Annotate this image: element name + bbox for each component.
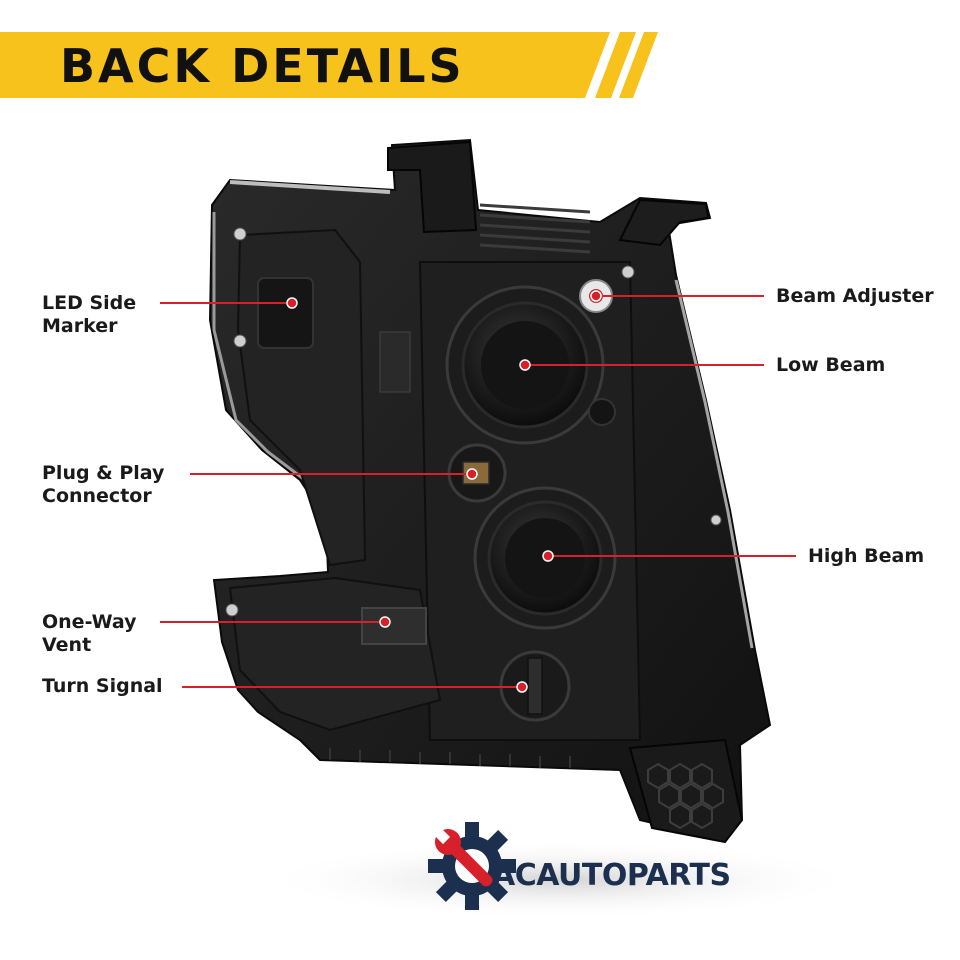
brand-logo-text: ACAUTOPARTS [492,858,731,893]
banner-title: BACK DETAILS [60,39,465,93]
callout-text: High Beam [808,545,925,567]
gear-wrench-icon [428,822,516,910]
label-plate [379,331,411,393]
callout-turn-signal: Turn Signal [42,675,163,698]
callout-dot [519,359,531,371]
callout-text: One-Way [42,611,137,633]
screw [233,227,247,241]
callout-text: Connector [42,485,152,507]
callout-dot [516,681,528,693]
callout-dot [590,290,602,302]
callout-text: LED Side [42,292,137,314]
led-side-marker-housing [257,277,314,349]
callout-beam-adjuster: Beam Adjuster [776,285,934,308]
mounting-bracket [387,140,478,234]
callout-dot [379,616,391,628]
one-way-vent-cover [361,607,427,645]
banner-bar [0,32,610,98]
callout-text: Vent [42,634,92,656]
small-vent-port [588,398,616,426]
banner-stripe [619,32,658,98]
screw [225,603,239,617]
honeycomb-bracket [628,738,744,844]
callout-one-way-vent: One-Way Vent [42,611,137,657]
banner-stripe [595,32,636,98]
rib-panel [479,203,591,254]
chrome-trim [229,180,391,194]
callout-text: Marker [42,315,118,337]
screw [233,334,247,348]
callout-high-beam: High Beam [808,545,924,568]
callout-text: Plug & Play [42,462,165,484]
callout-plug-play-connector: Plug & Play Connector [42,462,164,508]
base-ribs [329,748,571,768]
chrome-trim [674,279,754,649]
honeycomb-pattern [647,762,724,830]
callout-text: Beam Adjuster [776,285,934,307]
turn-signal-grip [527,657,543,715]
callout-dots [286,290,602,693]
callout-low-beam: Low Beam [776,354,885,377]
screw [710,514,722,526]
callout-text: Turn Signal [42,675,163,697]
callout-dot [542,550,554,562]
callout-lines [160,295,796,688]
callout-text: Low Beam [776,354,886,376]
chrome-trim [212,212,306,482]
callout-dot [466,468,478,480]
callout-led-side-marker: LED Side Marker [42,292,136,338]
title-banner [0,32,658,98]
callout-dot [286,297,298,309]
mounting-bracket [618,198,710,247]
floor-shadow [260,840,860,920]
screw [621,265,635,279]
